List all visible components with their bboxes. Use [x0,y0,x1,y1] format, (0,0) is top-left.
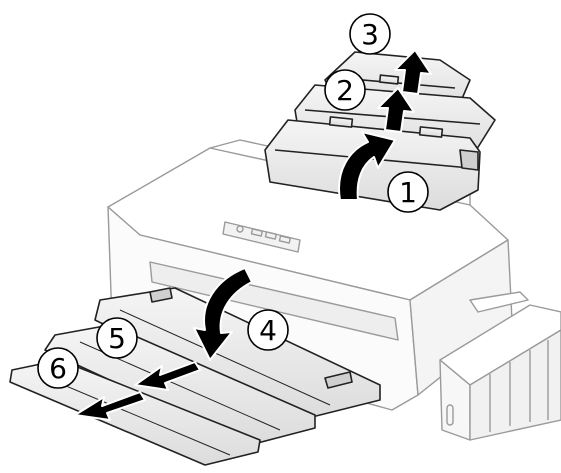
printer-icon [107,139,513,411]
callout-5-label: 5 [108,322,126,355]
panel-button-icon [250,228,264,237]
callout-6: 6 [37,347,79,389]
arrow-step-1 [338,131,396,201]
callout-3-label: 3 [361,18,379,51]
rear-paper-support [264,51,496,211]
power-button-icon [236,225,244,233]
panel-button-icon [264,231,278,240]
panel-button-icon [278,235,292,244]
paper-support-tab [418,126,444,138]
printer-output-slot [149,261,399,341]
callout-1-label: 1 [399,176,417,209]
callout-2-label: 2 [336,74,354,107]
ink-tank-side [469,329,561,441]
tray-rib [119,309,331,406]
callout-4: 4 [247,309,289,351]
arrow-icon [74,49,432,421]
arrow-step-2 [377,87,415,133]
callout-5: 5 [96,317,138,359]
arrow-step-4 [193,267,253,361]
callout-4-label: 4 [259,314,277,347]
arrow-step-5 [134,361,201,391]
arrow-step-6 [74,391,146,421]
ink-tank-tube-housing [469,291,529,313]
output-tray-base [94,287,381,421]
paper-support-tab [328,116,354,128]
tray-rib [39,374,231,456]
callout-3: 3 [349,13,391,55]
paper-support-tab [378,74,400,85]
callout-2: 2 [324,69,366,111]
tray-stopper [324,371,353,389]
edge-guide [459,149,479,171]
ink-window-icon [446,404,454,426]
tray-stopper [149,287,173,303]
callout-1: 1 [387,171,429,213]
arrow-step-3 [394,49,432,95]
callout-6-label: 6 [49,352,67,385]
ink-tank-unit [439,291,561,441]
